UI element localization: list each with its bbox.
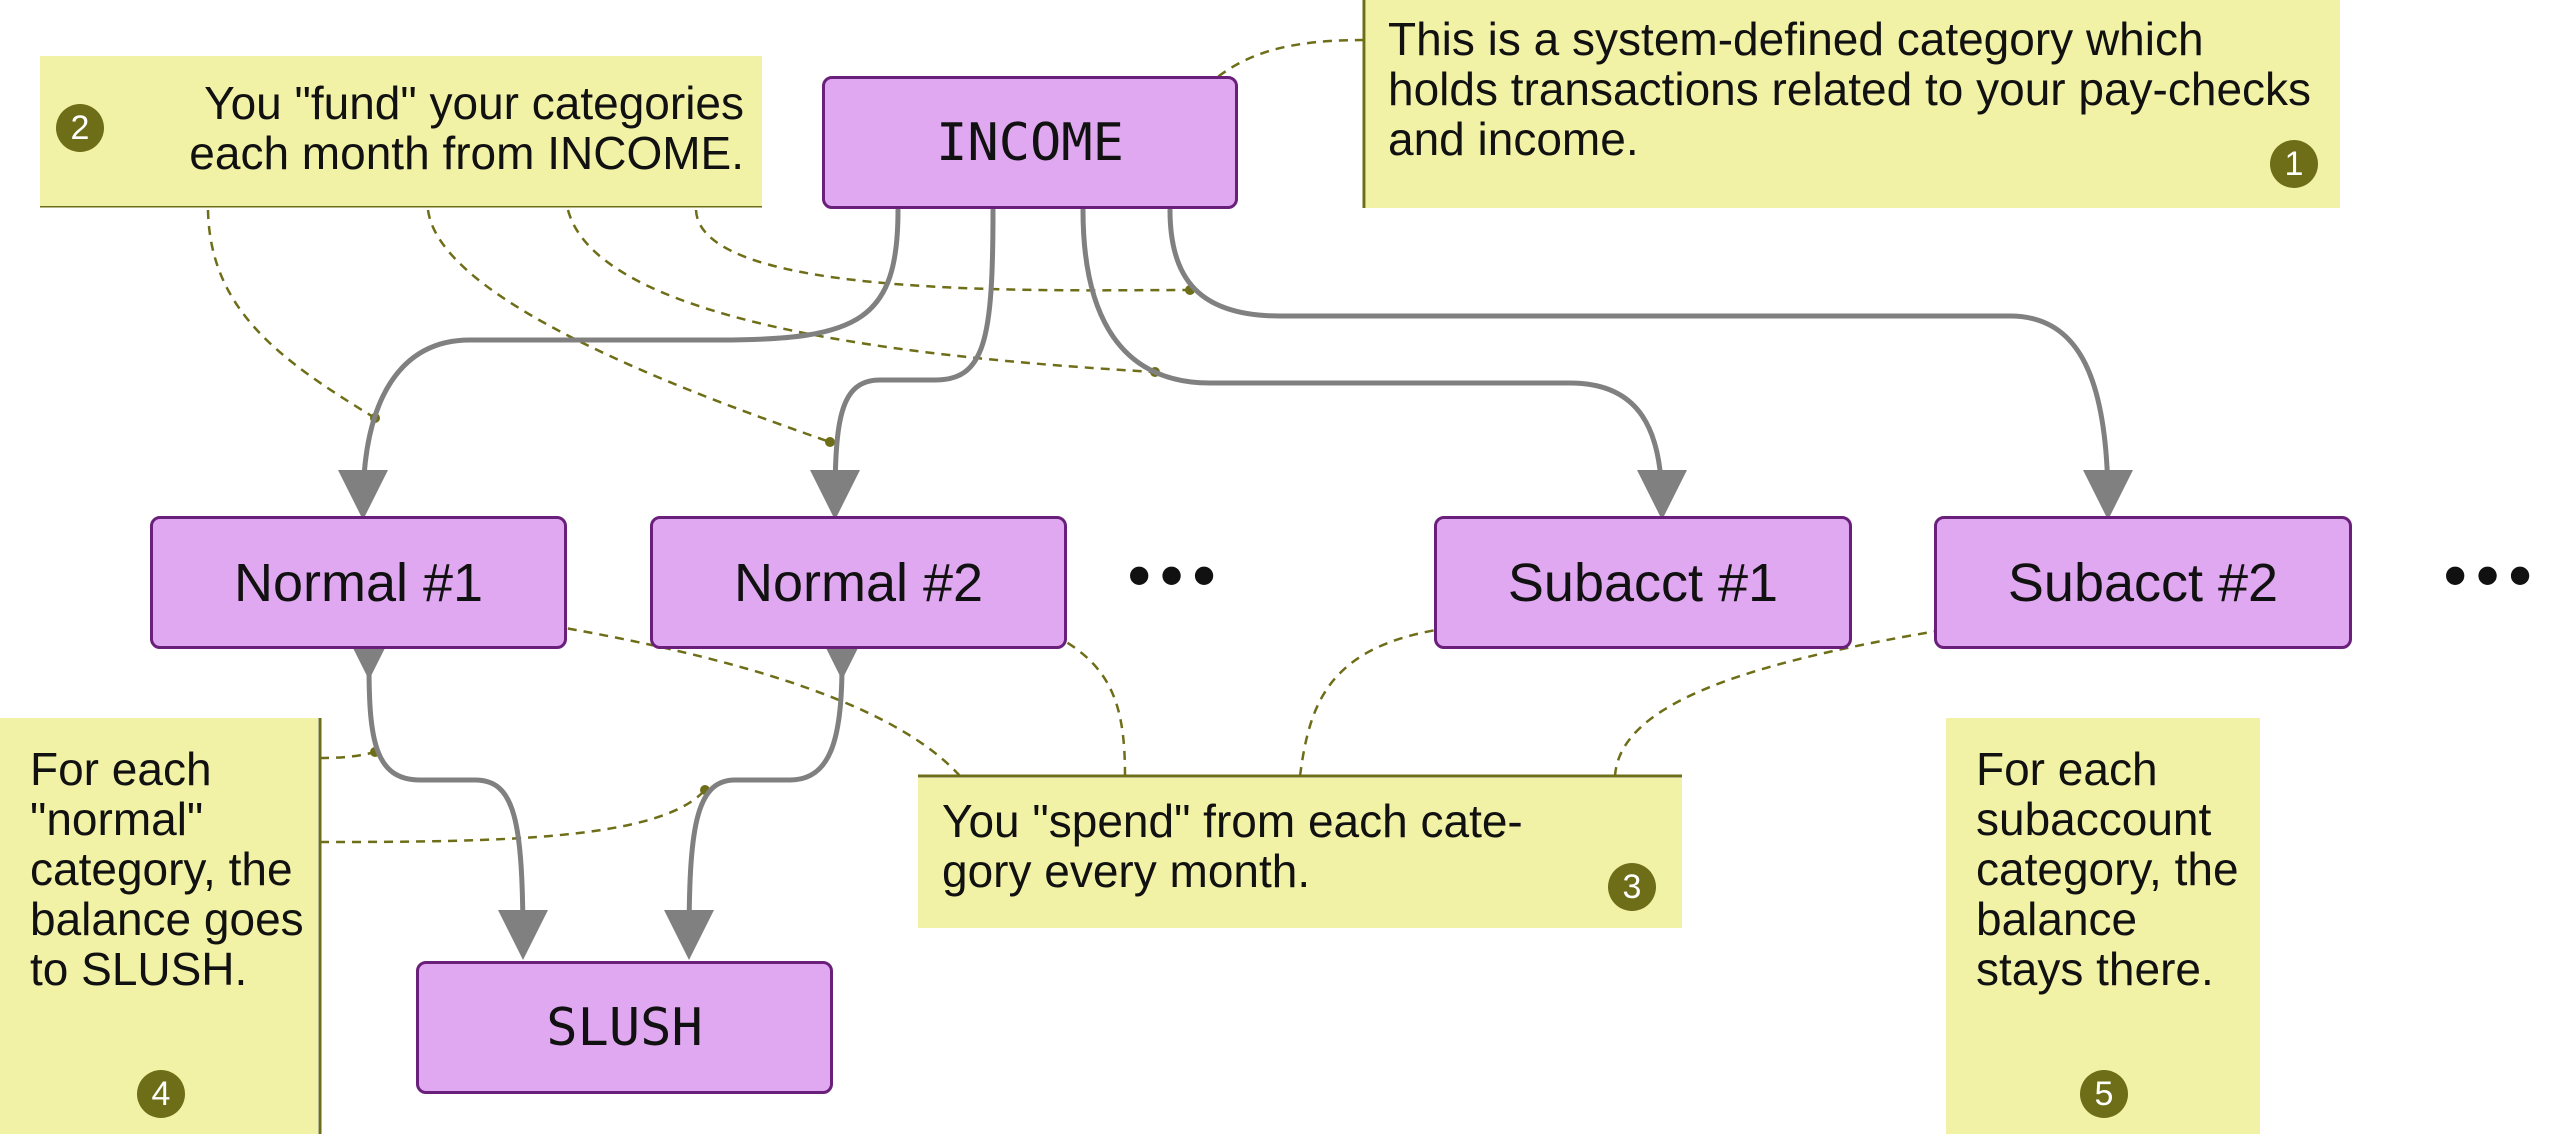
callout-note-2-text: You "fund" your categories each month fr…: [189, 77, 744, 179]
normal-2-category-box[interactable]: Normal #2: [650, 516, 1067, 649]
arrow-income-to-normal-2: [810, 207, 996, 520]
leader-note-2-arrow-1: [206, 209, 376, 420]
arrow-normal-1-slush: [343, 629, 548, 960]
callout-note-1: This is a system-defined category which …: [1366, 0, 2340, 208]
more-subacct-ellipsis: •••: [2444, 539, 2542, 611]
callout-note-5: For each subaccount category, the balanc…: [1946, 718, 2260, 1134]
leader-note-3-subacct-2: [1613, 626, 1956, 777]
leader-note-2-arrow-2: [426, 209, 831, 444]
callout-2-number-badge: 2: [56, 104, 104, 152]
callout-note-5-text: For each subaccount category, the balanc…: [1976, 743, 2239, 995]
callout-1-number-badge: 1: [2270, 140, 2318, 188]
leader-note-2-arrow-3: [566, 209, 1156, 374]
leader-dot: [825, 437, 835, 447]
leader-note-2-arrow-4: [694, 209, 1191, 292]
callout-note-4-text: For each "normal" category, the balance …: [30, 743, 304, 995]
arrow-income-to-normal-1: [338, 207, 901, 520]
arrow-normal-2-slush: [664, 629, 868, 960]
callout-3-number-badge: 3: [1608, 863, 1656, 911]
more-normal-ellipsis: •••: [1128, 539, 1226, 611]
callout-4-number-badge: 4: [137, 1070, 185, 1118]
callout-note-4: For each "normal" category, the balance …: [0, 718, 318, 1134]
normal-1-category-box[interactable]: Normal #1: [150, 516, 567, 649]
callout-note-3-text: You "spend" from each cate-gory every mo…: [942, 795, 1523, 897]
slush-category-box[interactable]: SLUSH: [416, 961, 833, 1094]
subacct-1-category-box[interactable]: Subacct #1: [1434, 516, 1852, 649]
callout-note-1-text: This is a system-defined category which …: [1388, 13, 2312, 165]
callout-note-2: You "fund" your categories each month fr…: [40, 56, 762, 206]
arrow-income-to-subacct-2: [1167, 207, 2133, 520]
income-category-box[interactable]: INCOME: [822, 76, 1238, 209]
leader-note-1-income: [1189, 38, 1365, 103]
callout-note-3: You "spend" from each cate-gory every mo…: [918, 778, 1682, 928]
callout-5-number-badge: 5: [2080, 1070, 2128, 1118]
leader-note-3-normal-2: [1039, 626, 1127, 777]
leader-note-4-arrow-1: [319, 750, 376, 760]
arrow-income-to-subacct-1: [1080, 207, 1687, 520]
subacct-2-category-box[interactable]: Subacct #2: [1934, 516, 2352, 649]
